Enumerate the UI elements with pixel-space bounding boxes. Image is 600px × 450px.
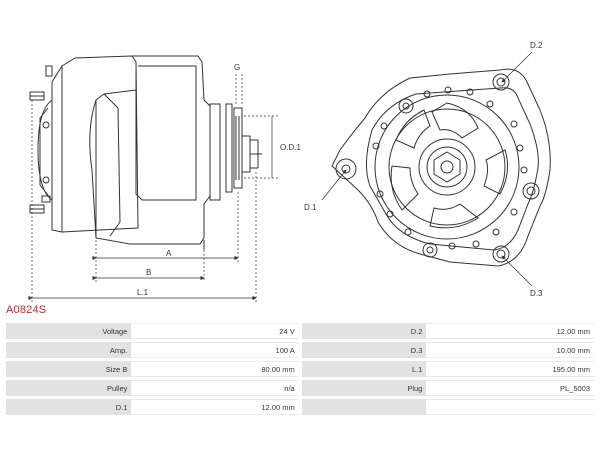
technical-drawing: G O.D.1 A B L.1 <box>28 41 551 302</box>
spec-value <box>426 399 594 415</box>
label-od1: O.D.1 <box>280 143 301 152</box>
spec-value: 10.00 mm <box>426 342 594 358</box>
spec-label <box>301 399 427 415</box>
spec-value: 195.00 mm <box>426 361 594 377</box>
spec-label: Pulley <box>6 380 132 396</box>
label-d3: D.3 <box>530 289 543 298</box>
spec-label: D.1 <box>6 399 132 415</box>
label-l1: L.1 <box>137 288 149 297</box>
spec-value: 24 V <box>131 323 299 339</box>
table-row: Voltage 24 V D.2 12.00 mm <box>6 323 594 339</box>
spec-label: D.2 <box>301 323 427 339</box>
side-view <box>29 55 262 250</box>
spec-value: n/a <box>131 380 299 396</box>
label-a: A <box>166 249 172 258</box>
spec-table: Voltage 24 V D.2 12.00 mm Amp. 100 A D.3… <box>6 320 594 418</box>
front-view-holes <box>335 73 540 263</box>
spec-label: Voltage <box>6 323 132 339</box>
label-b: B <box>146 268 151 277</box>
label-d2: D.2 <box>530 41 543 50</box>
front-view <box>331 68 551 267</box>
leader-lines <box>321 51 533 287</box>
spec-value: PL_5003 <box>426 380 594 396</box>
part-number: A0824S <box>6 304 47 316</box>
spec-label: Size B <box>6 361 132 377</box>
spec-label: L.1 <box>301 361 427 377</box>
dimension-lines <box>28 74 278 302</box>
spec-value: 100 A <box>131 342 299 358</box>
spec-value: 80.00 mm <box>131 361 299 377</box>
table-row: Amp. 100 A D.3 10.00 mm <box>6 342 594 358</box>
table-row: D.1 12.00 mm <box>6 399 594 415</box>
label-d1: D.1 <box>304 203 317 212</box>
spec-value: 12.00 mm <box>426 323 594 339</box>
table-row: Size B 80.00 mm L.1 195.00 mm <box>6 361 594 377</box>
label-g: G <box>234 63 240 72</box>
spec-label: Amp. <box>6 342 132 358</box>
spec-label: Plug <box>301 380 427 396</box>
spec-label: D.3 <box>301 342 427 358</box>
spec-value: 12.00 mm <box>131 399 299 415</box>
table-row: Pulley n/a Plug PL_5003 <box>6 380 594 396</box>
